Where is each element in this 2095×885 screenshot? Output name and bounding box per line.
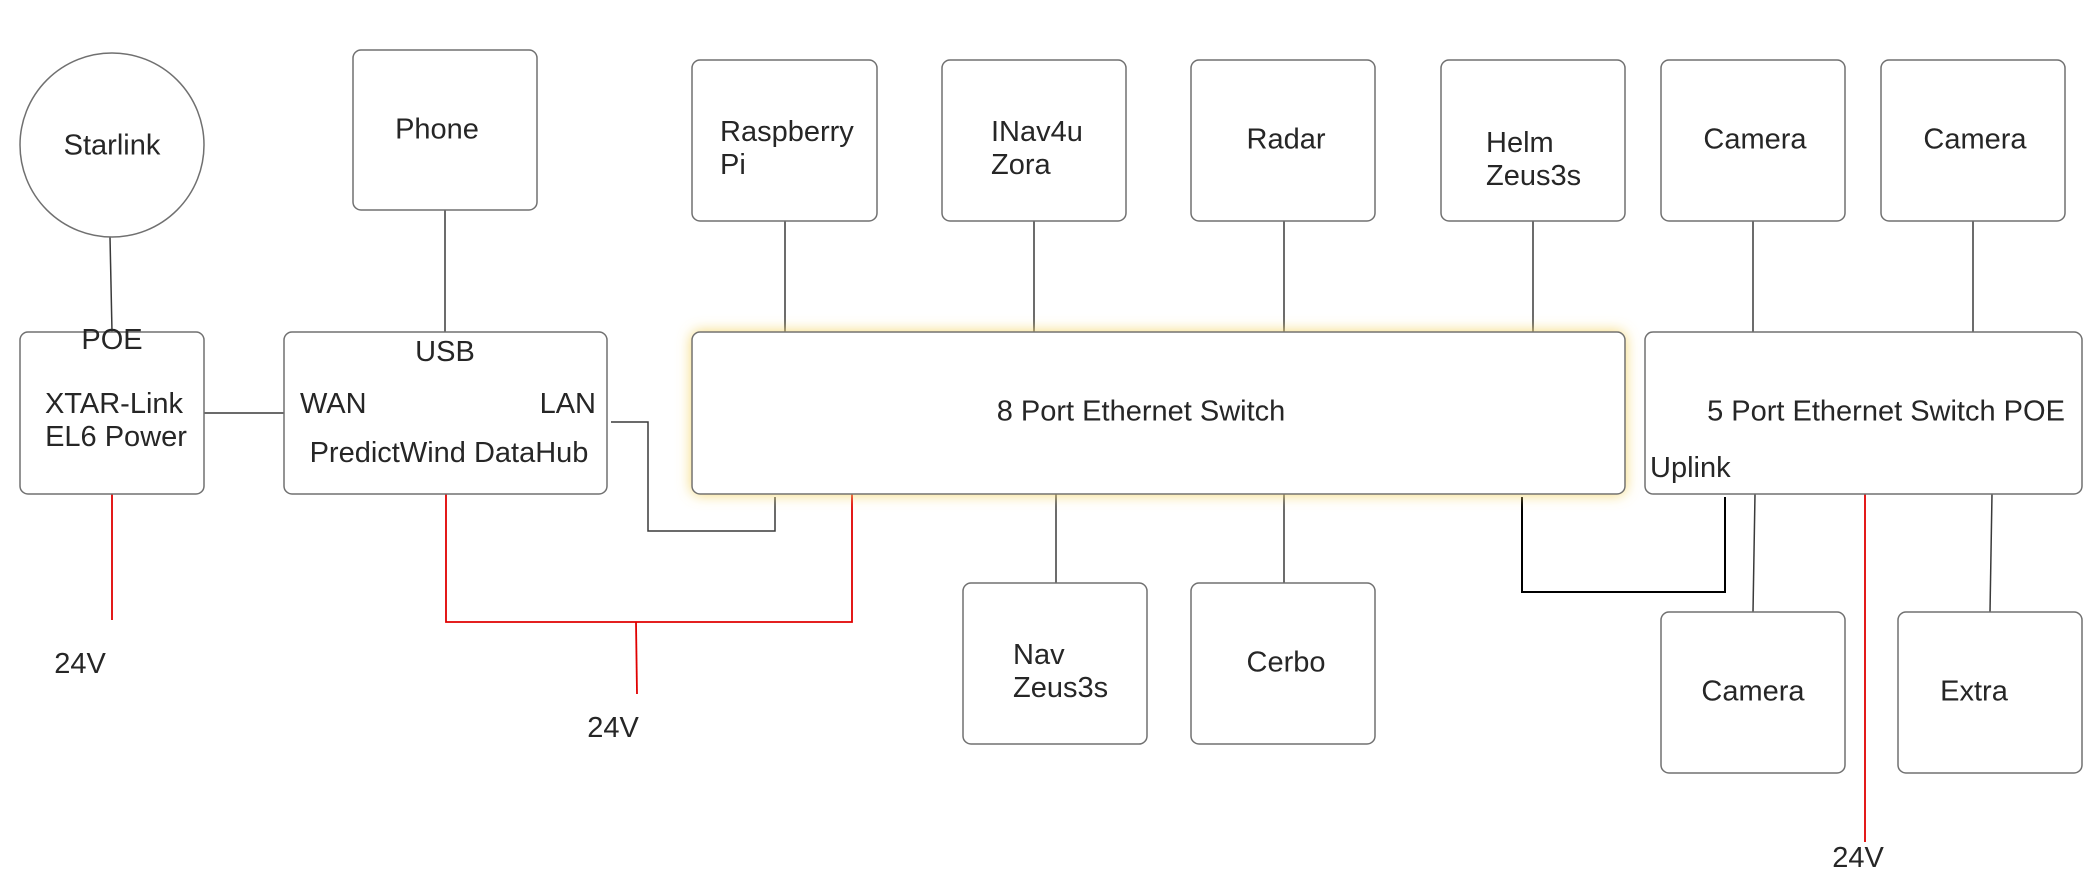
switch-8-port-node: 8 Port Ethernet Switch — [691, 331, 1626, 495]
raspberry-label-line1: Raspberry — [720, 116, 854, 148]
inav-label-line2: Zora — [991, 149, 1052, 181]
extra-label: Extra — [1940, 676, 2009, 708]
starlink-label: Starlink — [64, 130, 161, 162]
wan-port-label: WAN — [300, 388, 367, 420]
raspberry-label-line2: Pi — [720, 149, 746, 181]
helm-node: Helm Zeus3s — [1440, 59, 1626, 222]
usb-port-label: USB — [415, 336, 475, 368]
radar-node: Radar — [1190, 59, 1376, 222]
inav-label-line1: INav4u — [991, 116, 1083, 148]
phone-label: Phone — [395, 114, 479, 146]
poe-label: POE — [81, 324, 142, 356]
power-lines — [111, 494, 1866, 842]
extra-node: Extra — [1897, 611, 2083, 774]
switch-5-port-poe-node: 5 Port Ethernet Switch POE Uplink — [1644, 331, 2083, 495]
datahub-node: USB WAN LAN PredictWind DataHub — [283, 331, 608, 495]
camera-top-2-node: Camera — [1880, 59, 2066, 222]
lan-port-label: LAN — [540, 388, 596, 420]
uplink-label: Uplink — [1650, 452, 1731, 484]
camera-top-2-label: Camera — [1923, 124, 2027, 156]
cerbo-label: Cerbo — [1247, 647, 1326, 679]
inav4u-node: INav4u Zora — [941, 59, 1127, 222]
camera-top-1-label: Camera — [1703, 124, 1807, 156]
switch-5-port-label: 5 Port Ethernet Switch POE — [1707, 396, 2065, 428]
xtar-label-line1: XTAR-Link — [45, 388, 184, 420]
data-connections — [109, 210, 1993, 613]
radar-label: Radar — [1247, 124, 1326, 156]
starlink-node: Starlink — [19, 52, 205, 238]
phone-node: Phone — [352, 49, 538, 211]
nav-label-line1: Nav — [1013, 639, 1065, 671]
helm-label-line1: Helm — [1486, 127, 1554, 159]
camera-bottom-label: Camera — [1701, 676, 1805, 708]
helm-label-line2: Zeus3s — [1486, 160, 1581, 192]
power-label-right: 24V — [1832, 842, 1884, 874]
switch-8-port-label: 8 Port Ethernet Switch — [997, 396, 1286, 428]
camera-top-1-node: Camera — [1660, 59, 1846, 222]
poe-injector-node: POE XTAR-Link EL6 Power — [19, 324, 205, 495]
raspberry-pi-node: Raspberry Pi — [691, 59, 878, 222]
camera-bottom-node: Camera — [1660, 611, 1846, 774]
xtar-label-line2: EL6 Power — [45, 421, 187, 453]
power-label-left: 24V — [54, 648, 106, 680]
cerbo-node: Cerbo — [1190, 582, 1376, 745]
nav-node: Nav Zeus3s — [962, 582, 1148, 745]
datahub-name-label: PredictWind DataHub — [310, 437, 589, 469]
nav-label-line2: Zeus3s — [1013, 672, 1108, 704]
power-label-middle: 24V — [587, 712, 639, 744]
